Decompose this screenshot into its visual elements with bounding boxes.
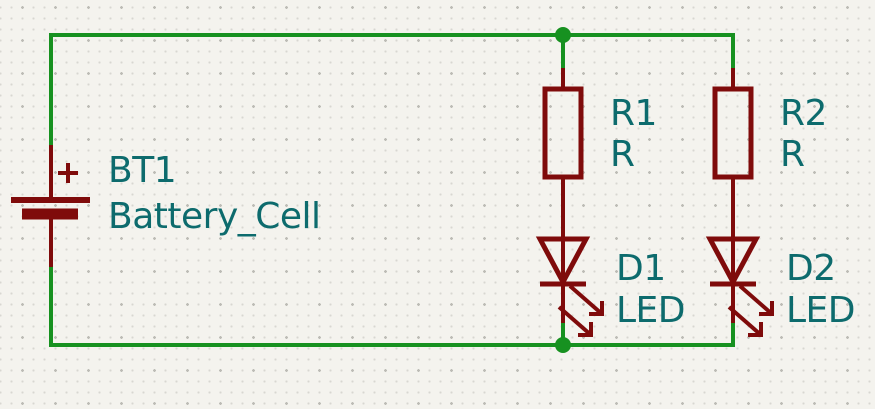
junction-dot-top[interactable] [555,27,571,43]
resistor-r2-reference-label[interactable]: R2 [780,93,827,134]
resistor-r2-value-label[interactable]: R [780,134,805,175]
plus-polarity-icon [58,163,78,183]
battery-symbol[interactable] [11,145,90,267]
resistor-r1-symbol[interactable] [542,68,584,284]
resistor-r2-symbol[interactable] [712,68,754,284]
led-d2-reference-label[interactable]: D2 [786,248,836,289]
led-d1-symbol[interactable] [535,236,604,337]
resistor-r1-value-label[interactable]: R [610,134,635,175]
junction-dot-bottom[interactable] [555,337,571,353]
battery-reference-label[interactable]: BT1 [108,150,177,191]
led-d1-reference-label[interactable]: D1 [616,248,666,289]
resistor-r1-body [542,86,584,180]
wires [49,27,735,353]
led-d1-value-label[interactable]: LED [616,290,686,331]
battery-value-label[interactable]: Battery_Cell [108,196,321,237]
led-d1-emission-arrows-icon [557,284,604,337]
led-d2-anode-triangle [705,236,761,288]
wire-bottom-run[interactable] [49,266,735,347]
led-d2-emission-arrows-icon [727,284,774,337]
resistor-r1-reference-label[interactable]: R1 [610,93,657,134]
resistor-r2-body [712,86,754,180]
led-d2-symbol[interactable] [705,236,774,337]
led-d1-anode-triangle [535,236,591,288]
wire-top-run[interactable] [49,33,735,147]
led-d2-value-label[interactable]: LED [786,290,856,331]
